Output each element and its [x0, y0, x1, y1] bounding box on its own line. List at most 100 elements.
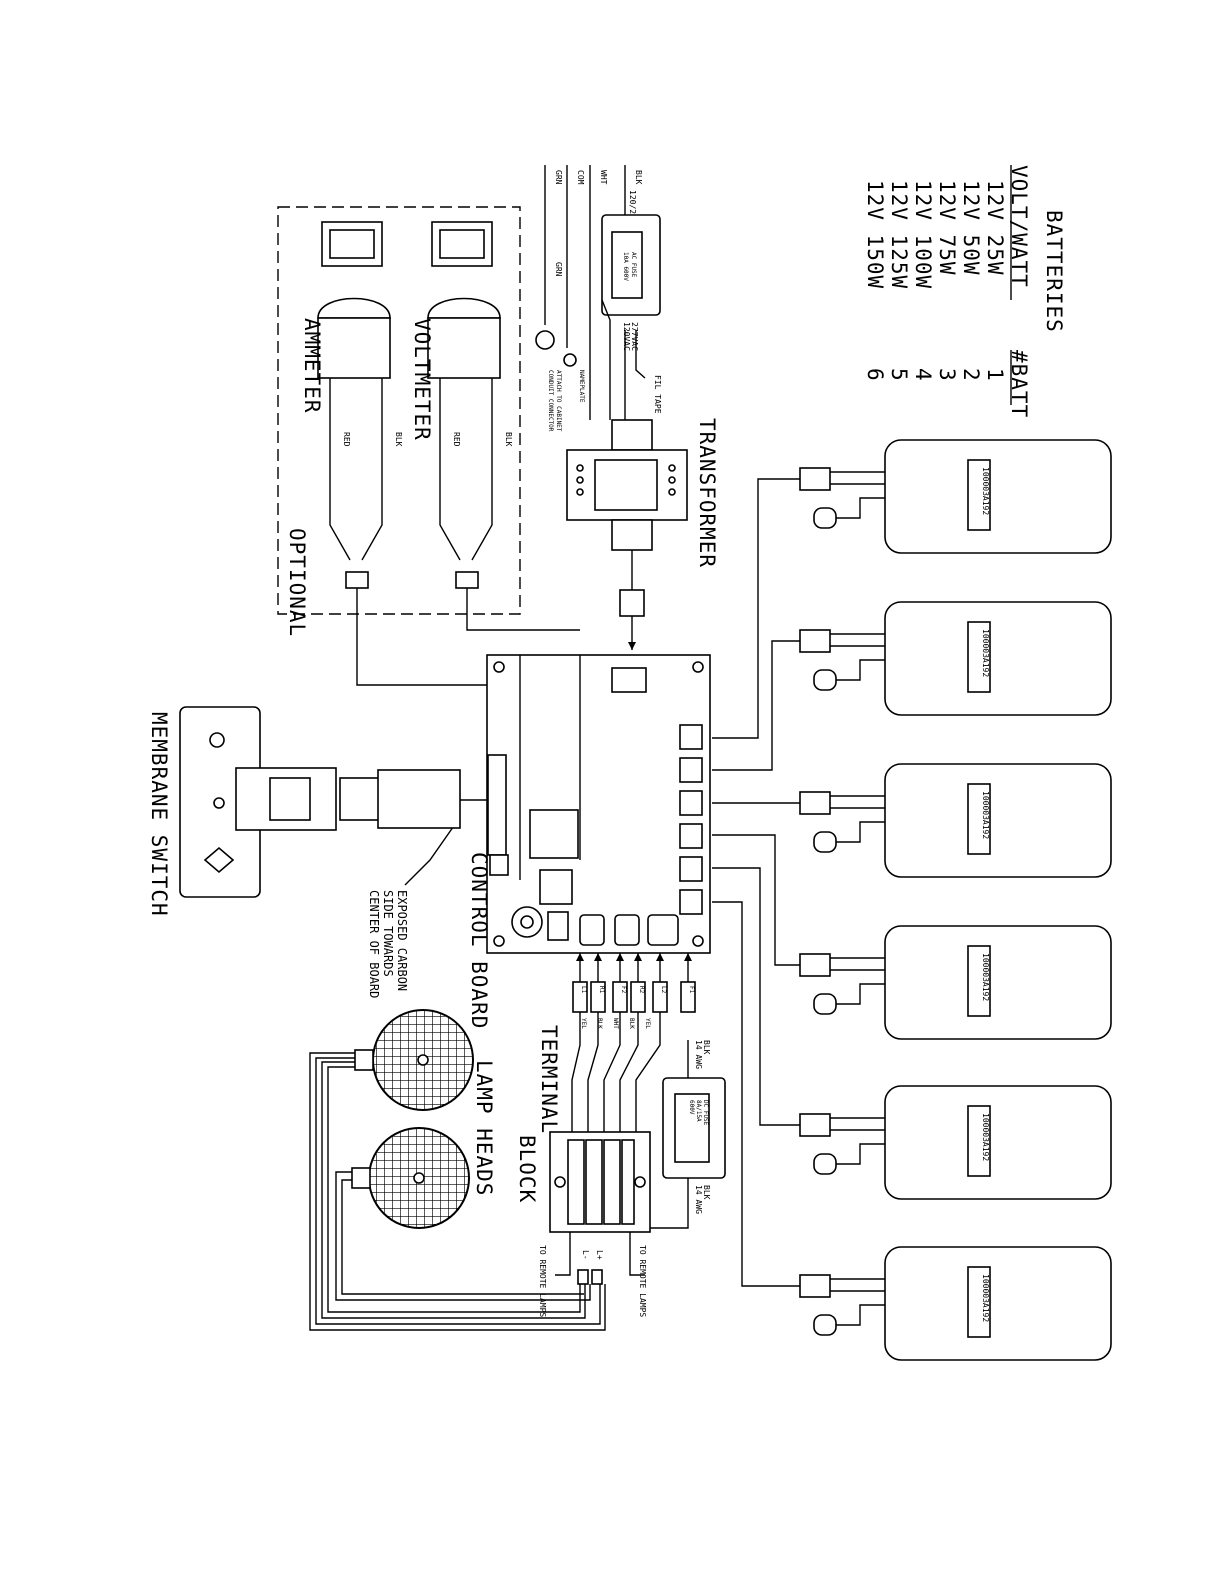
battery: 100003A192 [799, 601, 1112, 716]
battery-label-plate [967, 459, 991, 531]
dc-fuse-label: 600V [688, 1100, 695, 1115]
tb-wire-label: BLK [596, 1018, 603, 1029]
battery-part-number: 100003A192 [981, 1274, 990, 1322]
input-wire-label: BLK [634, 170, 643, 185]
fil-tape-label: FIL TAPE [653, 375, 662, 414]
battery-connector-plug [799, 1274, 831, 1298]
voltmeter-plug [455, 571, 479, 589]
battery-connector-plug [799, 953, 831, 977]
tb-wire-label: BLK [628, 1018, 635, 1029]
control-board-pcb [486, 654, 711, 954]
transformer-label: TRANSFORMER [695, 418, 719, 568]
battery-label-plate [967, 1105, 991, 1177]
lamp-wiring [309, 1052, 606, 1331]
battery-connector [679, 823, 703, 849]
input-wire-label: WHT [599, 170, 608, 185]
voltmeter-label: VOLTMETER [410, 318, 434, 441]
input-wire-label: GRN [554, 170, 563, 185]
terminal-block-label: TERMINAL [537, 1025, 561, 1134]
board-fuse-clip [647, 914, 679, 946]
battery-label-plate [967, 1266, 991, 1338]
membrane-tail [377, 769, 461, 829]
remote-lamps-label: TO REMOTE LAMPS [538, 1245, 547, 1317]
transformer-connector [619, 589, 645, 617]
lamp-terminal-label: L+ [595, 1250, 604, 1260]
transformer-primary-leads [611, 419, 653, 451]
battery-label-plate [967, 945, 991, 1017]
membrane-switch-label: MEMBRANE SWITCH [147, 712, 171, 917]
battery: 100003A192 [799, 1085, 1112, 1200]
nameplate-label: NAMEPLATE [578, 370, 585, 403]
board-header [489, 854, 509, 876]
battery-row-vw: 12V 150W [863, 180, 887, 289]
ac-voltage-label: 277VAC [630, 322, 639, 351]
lamp-terminal-label: L- [581, 1250, 590, 1260]
optional-meters: OPTIONAL AMMETER VOLTMETER RED BLK RED B… [277, 206, 580, 686]
battery-row-vw: 12V 75W [935, 180, 959, 276]
board-terminal-tab [680, 981, 696, 1013]
battery-row-count: 5 [887, 368, 911, 382]
dc-fuse-label: 8A/15A [695, 1100, 702, 1122]
dc-wire-label: 14 AWG [694, 1185, 703, 1214]
battery-part-number: 100003A192 [981, 467, 990, 515]
battery: 100003A192 [799, 439, 1112, 554]
ac-fuse-label: 10A 600V [622, 252, 629, 281]
battery-connector [679, 724, 703, 750]
battery-body [884, 763, 1112, 878]
exposed-carbon-label: SIDE TOWARDS [381, 890, 395, 977]
meter-wire-label: RED [342, 432, 351, 447]
battery-connector [679, 790, 703, 816]
battery-wiring [712, 478, 800, 1287]
ground-ring-terminal [535, 330, 555, 350]
battery-label-plate [967, 783, 991, 855]
remote-lamps-label: TO REMOTE LAMPS [638, 1245, 647, 1317]
battery-table: BATTERIES VOLT/WATT #BATT 12V 25W 1 12V … [863, 165, 1066, 418]
board-fuse-clip [614, 914, 640, 946]
battery-connector [679, 856, 703, 882]
optional-label: OPTIONAL [285, 528, 309, 637]
transformer-core [594, 459, 658, 511]
transformer-secondary-leads [611, 519, 653, 551]
battery-row-count: 6 [863, 368, 887, 382]
battery-row-vw: 12V 50W [959, 180, 983, 276]
board-terminal-lead: L1 [571, 953, 588, 1132]
battery-row-count: 3 [935, 368, 959, 382]
battery-row-count: 1 [983, 368, 1007, 382]
dc-wire-label: 14 AWG [694, 1040, 703, 1069]
exposed-carbon-label: EXPOSED CARBON [395, 890, 409, 991]
dc-fuse-label: DC FUSE [702, 1100, 709, 1126]
battery-row-count: 4 [911, 368, 935, 382]
board-terminal-label: L2 [660, 986, 667, 994]
tb-wire-label: YEL [644, 1018, 651, 1029]
battery-terminal-boot [813, 1153, 837, 1175]
exposed-carbon-label: CENTER OF BOARD [367, 890, 381, 998]
dc-wire-label: BLK [702, 1185, 711, 1200]
battery-row-count: 2 [959, 368, 983, 382]
control-board: CONTROL BOARD EXPOSED CARBON SIDE TOWARD… [367, 654, 711, 1029]
battery-connector-plug [799, 467, 831, 491]
membrane-connector [339, 777, 381, 821]
input-wire-label: COM [576, 170, 585, 185]
ac-fuse-label: AC FUSE [630, 252, 637, 278]
battery-body [884, 439, 1112, 554]
battery-connector [679, 757, 703, 783]
transformer-input-connector [611, 667, 647, 693]
ammeter-body [317, 317, 391, 379]
battery-table-title: BATTERIES [1042, 210, 1066, 333]
battery-terminal-boot [813, 1314, 837, 1336]
battery: 100003A192 [799, 1246, 1112, 1361]
ground-ring-terminal [563, 353, 577, 367]
lamp-terminal [591, 1269, 603, 1285]
meter-wire-label: BLK [504, 432, 513, 447]
dc-wire-label: BLK [702, 1040, 711, 1055]
ac-fuse [611, 231, 643, 299]
lamp-socket [354, 1049, 374, 1071]
battery-part-number: 100003A192 [981, 953, 990, 1001]
tb-wire-label: WHT [612, 1018, 619, 1029]
board-terminal-lead: R2 [619, 953, 646, 1132]
control-board-label: CONTROL BOARD [467, 852, 491, 1029]
input-wire-label: GRN [554, 262, 563, 277]
